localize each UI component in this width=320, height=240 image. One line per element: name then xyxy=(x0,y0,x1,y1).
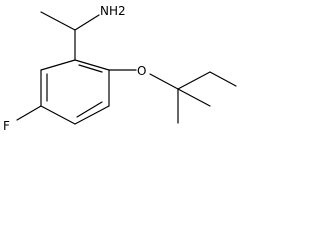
ring-bond-c3-c4 xyxy=(74,105,110,125)
oxygen-label: O xyxy=(137,64,146,78)
ring-double-bond-inner-2 xyxy=(76,101,103,118)
ring-double-bond-inner-1 xyxy=(78,64,103,73)
bond-ch-to-nh2 xyxy=(74,14,100,31)
ring-bond-c4-c5 xyxy=(40,105,76,125)
chemical-structure: NH2 O F xyxy=(3,4,237,133)
bond-cq-to-ch2 xyxy=(177,71,211,90)
bond-o-to-cq xyxy=(149,73,179,90)
ring-bond-c6-c1 xyxy=(40,59,76,71)
nh2-label: NH2 xyxy=(100,4,126,18)
bond-ch2-to-ch3 xyxy=(209,71,237,87)
ring-bond-c1-c2 xyxy=(74,59,110,71)
bond-cq-to-methyl-right xyxy=(177,88,211,107)
fluorine-label: F xyxy=(3,119,10,133)
bond-ring-to-f xyxy=(16,105,42,121)
bond-ch-to-methyl xyxy=(40,11,76,31)
